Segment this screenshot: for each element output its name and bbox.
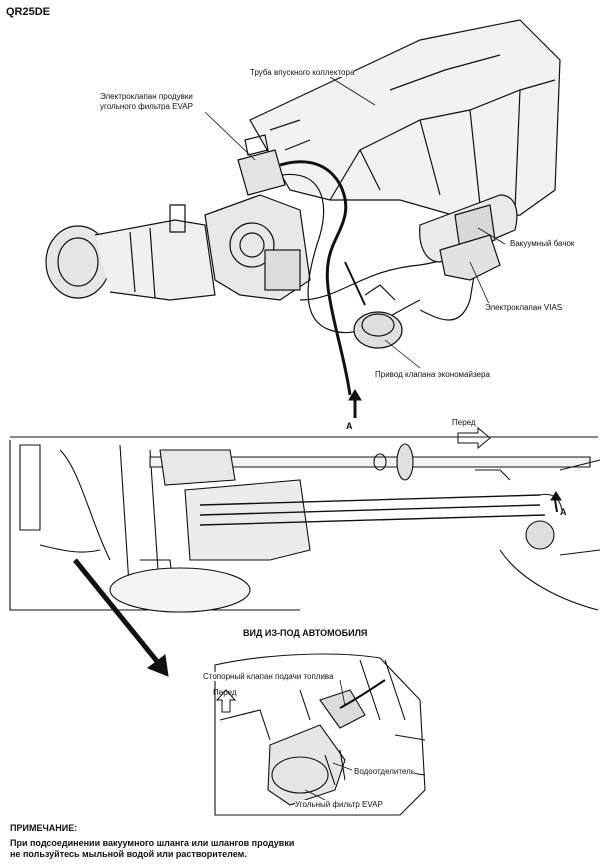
label-water-separator: Водоотделитель	[354, 767, 415, 776]
drive-shaft	[149, 456, 591, 468]
forward-arrow-bottom	[215, 689, 237, 713]
underbody-illustration	[9, 436, 601, 613]
underbody-view-title: ВИД ИЗ-ПОД АВТОМОБИЛЯ	[243, 628, 368, 638]
arrow-a-top-label: A	[346, 421, 353, 431]
arrow-a-middle-label: A	[560, 507, 567, 517]
label-forward-middle: Перед	[452, 418, 476, 427]
vias-valve	[439, 234, 501, 281]
note-title: ПРИМЕЧАНИЕ:	[10, 823, 78, 833]
fuel-tank	[184, 479, 311, 561]
label-evap-canister: Угольный фильтр EVAP	[295, 800, 383, 809]
label-evap-valve-line1: Электроклапан продувки	[100, 92, 193, 101]
note-text: При подсоединении вакуумного шланга или …	[10, 838, 430, 860]
engine-code-title: QR25DE	[6, 6, 51, 18]
label-forward-bottom: Перед	[213, 688, 237, 697]
evap-canister-under	[525, 520, 555, 550]
label-intake-pipe: Труба впускного коллектора	[250, 68, 355, 77]
air-duct	[94, 219, 216, 301]
economizer-actuator	[353, 311, 403, 349]
vacuum-hose	[279, 160, 352, 396]
label-vias-valve: Электроклапан VIAS	[485, 303, 563, 312]
label-economizer-actuator: Привод клапана экономайзера	[375, 370, 490, 379]
intake-manifold	[249, 19, 561, 221]
label-fuel-check-valve: Стопорный клапан подачи топлива	[203, 672, 334, 681]
arrow-a-top	[348, 389, 362, 418]
evap-purge-valve	[237, 149, 286, 196]
label-evap-valve-line2: угольного фильтра EVAP	[100, 102, 193, 111]
forward-arrow-middle	[457, 426, 491, 450]
label-vacuum-tank: Вакуумный бачок	[510, 239, 575, 248]
arrow-a-middle	[550, 491, 562, 513]
note-line-1: При подсоединении вакуумного шланга или …	[10, 838, 295, 848]
closeup-illustration	[214, 653, 426, 816]
callout-arrow	[73, 558, 169, 677]
fuel-check-valve-closeup	[339, 679, 386, 709]
note-line-2: не пользуйтесь мыльной водой или раствор…	[10, 849, 247, 859]
evap-canister-closeup	[267, 724, 346, 806]
